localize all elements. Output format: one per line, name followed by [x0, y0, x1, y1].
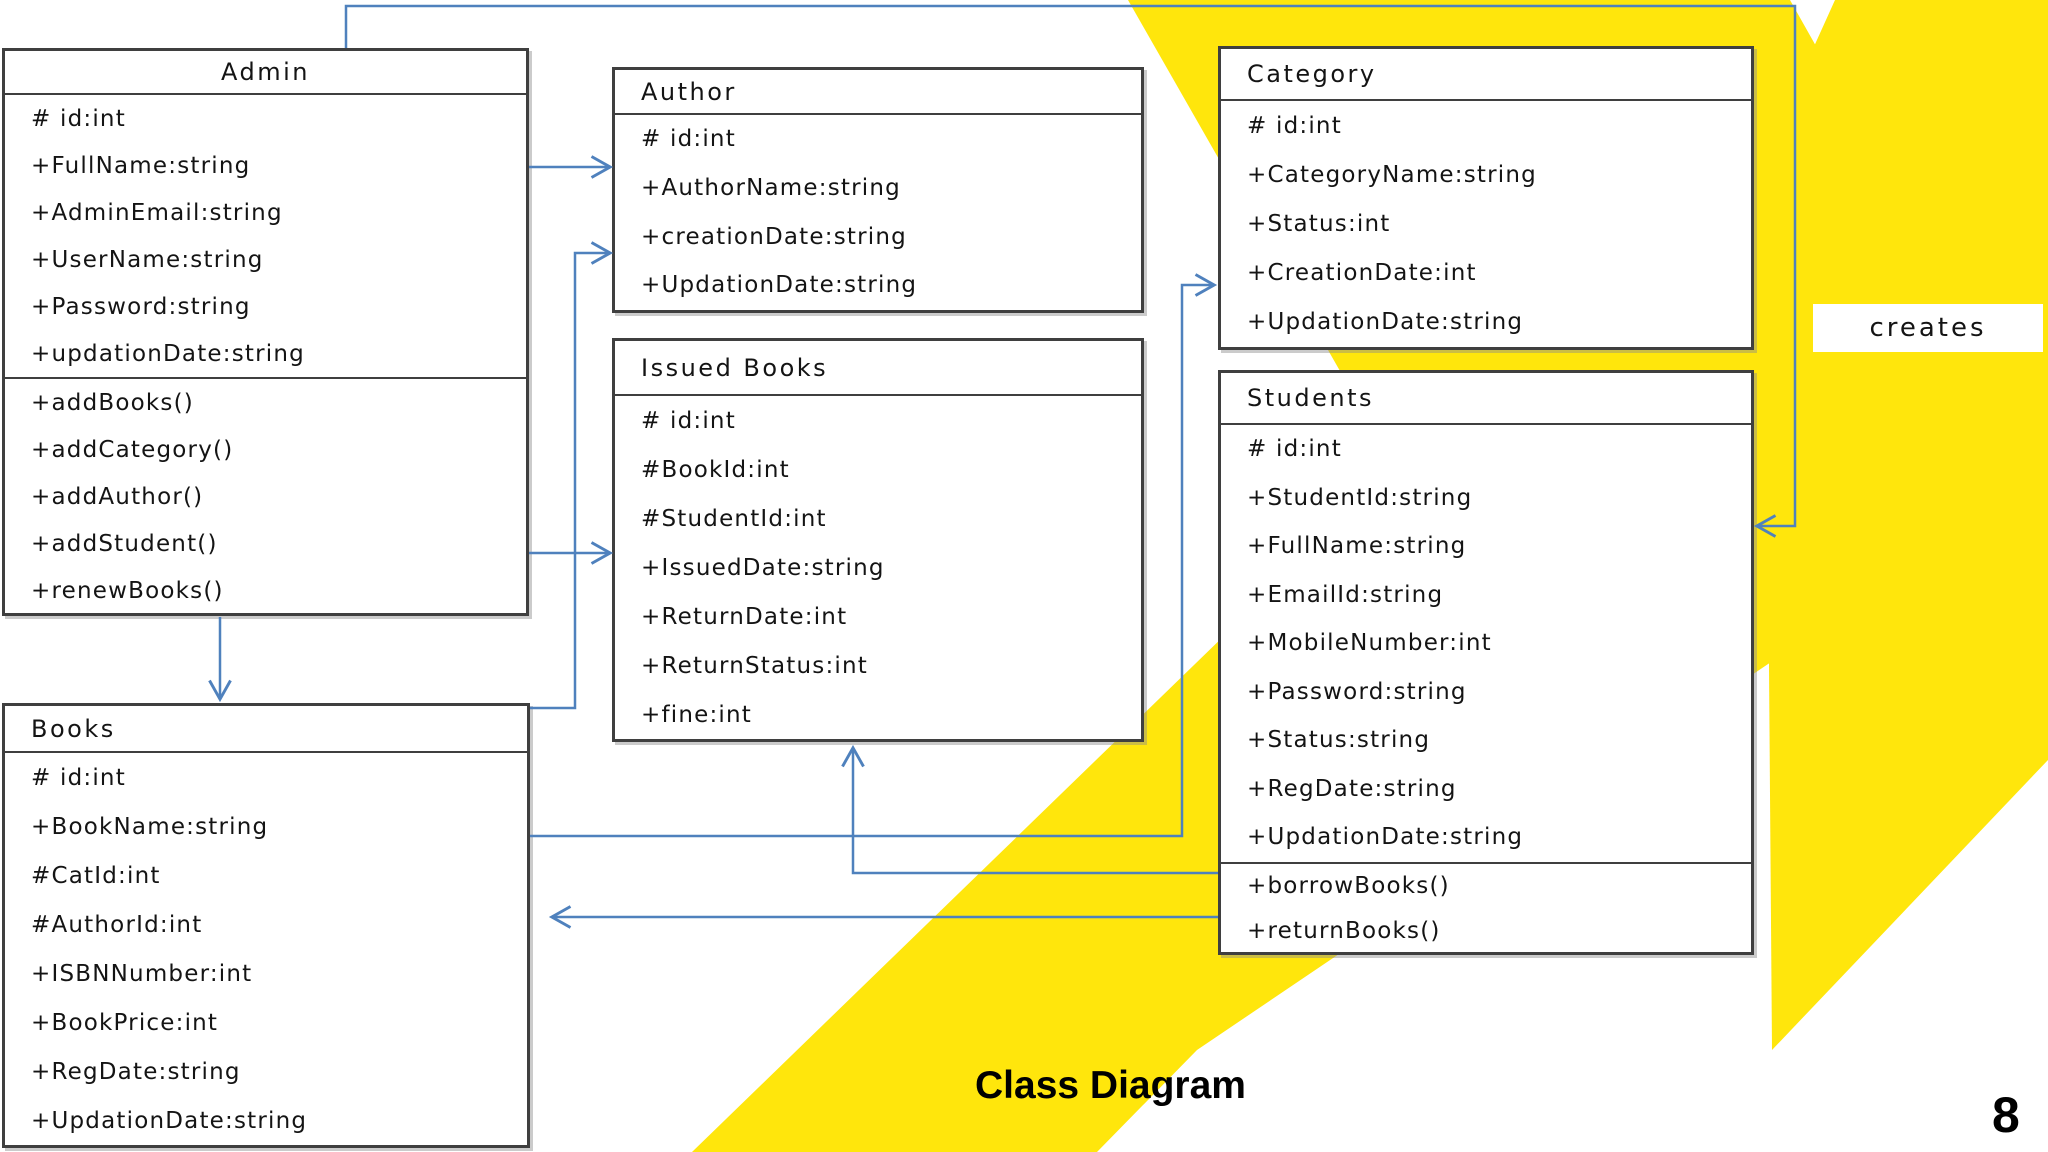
class-attribute: # id:int [31, 105, 126, 132]
connector-students-issued-books [841, 744, 1218, 875]
class-method: +borrowBooks() [1247, 873, 1450, 899]
class-attribute: +UserName:string [31, 246, 264, 273]
class-attribute: # id:int [641, 407, 736, 434]
slide-title: Class Diagram [975, 1064, 1246, 1107]
class-attribute: +UpdationDate:string [31, 1107, 308, 1134]
issued-books-attribute-list: # id:int #BookId:int #StudentId:int +Issued… [615, 396, 1141, 739]
yellow-band-right [1765, 0, 2048, 1050]
class-title-students: Students [1221, 373, 1751, 425]
class-attribute: #StudentId:int [641, 505, 827, 532]
class-attribute: +UpdationDate:string [641, 272, 918, 299]
class-attribute: +Status:string [1247, 727, 1431, 754]
class-method: +addAuthor() [31, 483, 204, 510]
class-box-students: Students # id:int +StudentId:string +FullN… [1218, 370, 1754, 955]
class-title-issued-books: Issued Books [615, 341, 1141, 396]
class-method: +addCategory() [31, 436, 234, 463]
class-method: +addBooks() [31, 389, 194, 416]
class-attribute: #AuthorId:int [31, 911, 203, 938]
class-attribute: +Password:string [1247, 678, 1467, 705]
class-attribute: +FullName:string [31, 152, 251, 179]
class-attribute: +updationDate:string [31, 340, 305, 367]
class-attribute: +StudentId:string [1247, 484, 1473, 511]
class-title-category: Category [1221, 49, 1751, 101]
page-number: 8 [1992, 1087, 2020, 1143]
books-attribute-list: # id:int +BookName:string #CatId:int #Autho… [5, 753, 527, 1145]
class-box-admin: Admin # id:int +FullName:string +AdminEmai… [2, 48, 529, 616]
students-method-list: +borrowBooks() +returnBooks() [1221, 861, 1751, 953]
class-attribute: +BookPrice:int [31, 1009, 219, 1036]
class-attribute: +fine:int [641, 701, 753, 728]
class-attribute: # id:int [1247, 436, 1342, 463]
class-box-category: Category # id:int +CategoryName:string +St… [1218, 46, 1754, 350]
class-attribute: +FullName:string [1247, 533, 1467, 560]
class-attribute: # id:int [641, 126, 736, 153]
class-attribute: +CreationDate:int [1247, 260, 1477, 287]
admin-method-list: +addBooks() +addCategory() +addAuthor() +ad… [5, 377, 526, 613]
class-attribute: +ISBNNumber:int [31, 960, 253, 987]
class-attribute: +ReturnDate:int [641, 603, 848, 630]
class-method: +addStudent() [31, 531, 218, 558]
class-box-books: Books # id:int +BookName:string #CatId:int… [2, 703, 530, 1148]
class-attribute: +RegDate:string [1247, 775, 1457, 802]
class-title-admin: Admin [5, 51, 526, 95]
class-title-books: Books [5, 706, 527, 753]
class-box-issued-books: Issued Books # id:int #BookId:int #Student… [612, 338, 1144, 742]
class-attribute: +creationDate:string [641, 223, 907, 250]
class-attribute: #CatId:int [31, 862, 161, 889]
class-attribute: +Status:int [1247, 210, 1391, 237]
class-attribute: +UpdationDate:string [1247, 309, 1524, 336]
class-attribute: +MobileNumber:int [1247, 630, 1492, 657]
class-attribute: +AdminEmail:string [31, 199, 283, 226]
class-title-author: Author [615, 70, 1141, 115]
class-attribute: +ReturnStatus:int [641, 652, 869, 679]
class-method: +returnBooks() [1247, 918, 1441, 944]
class-attribute: +CategoryName:string [1247, 161, 1537, 188]
class-method: +renewBooks() [31, 578, 224, 605]
class-attribute: # id:int [31, 764, 126, 791]
class-attribute: +UpdationDate:string [1247, 824, 1524, 851]
class-attribute: #BookId:int [641, 456, 790, 483]
author-attribute-list: # id:int +AuthorName:string +creationDate:… [615, 115, 1141, 310]
class-box-author: Author # id:int +AuthorName:string +creati… [612, 67, 1144, 313]
creates-label: creates [1813, 304, 2043, 352]
class-attribute: +IssuedDate:string [641, 554, 885, 581]
class-attribute: +AuthorName:string [641, 175, 901, 202]
students-attribute-list: # id:int +StudentId:string +FullName:strin… [1221, 425, 1751, 862]
connector-books-author [530, 241, 614, 710]
class-attribute: +RegDate:string [31, 1058, 241, 1085]
admin-attribute-list: # id:int +FullName:string +AdminEmail:stri… [5, 95, 526, 377]
class-attribute: +Password:string [31, 293, 251, 320]
class-attribute: +BookName:string [31, 813, 269, 840]
class-attribute: # id:int [1247, 112, 1342, 139]
class-attribute: +EmailId:string [1247, 581, 1444, 608]
category-attribute-list: # id:int +CategoryName:string +Status:int +… [1221, 101, 1751, 347]
